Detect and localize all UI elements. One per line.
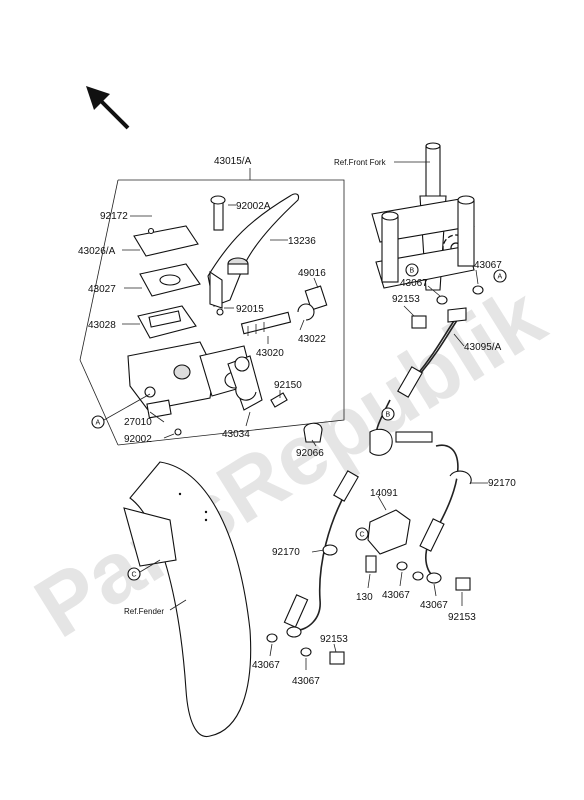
diaphragm — [137, 305, 197, 339]
label-92153-c: 92153 — [320, 634, 348, 645]
label-92002a: 92002A — [236, 201, 271, 212]
marker-b-hose: B — [381, 407, 395, 421]
svg-text:B: B — [410, 268, 415, 275]
label-27010: 27010 — [124, 417, 152, 428]
label-43027: 43027 — [88, 284, 116, 295]
piston-assembly — [240, 311, 292, 336]
diaphragm-plate — [139, 263, 201, 297]
marker-c-hose: C — [355, 527, 369, 541]
rubber-cap — [303, 422, 323, 443]
banjo-fittings — [286, 544, 442, 638]
label-92002: 92002 — [124, 434, 152, 445]
hose-fittings — [283, 307, 467, 628]
label-43022: 43022 — [298, 334, 326, 345]
dust-boot — [297, 285, 328, 321]
label-43067-c: 43067 — [382, 590, 410, 601]
svg-text:B: B — [386, 412, 391, 419]
label-92153-a: 92153 — [392, 294, 420, 305]
label-43034: 43034 — [222, 429, 250, 440]
label-92170-b: 92170 — [272, 547, 300, 558]
lever-pivot-cap — [227, 257, 249, 275]
label-13236: 13236 — [288, 236, 316, 247]
label-43067-d: 43067 — [420, 600, 448, 611]
marker-a-left: A — [91, 393, 151, 429]
label-92153-b: 92153 — [448, 612, 476, 623]
joint-bracket — [367, 509, 411, 555]
marker-c-fender: C — [127, 559, 161, 581]
bleed-screw — [270, 392, 288, 408]
label-43067-a: 43067 — [400, 278, 428, 289]
label-43020: 43020 — [256, 348, 284, 359]
label-92170-a: 92170 — [488, 478, 516, 489]
brake-lever — [207, 193, 300, 309]
label-92150: 92150 — [274, 380, 302, 391]
label-43067-f: 43067 — [292, 676, 320, 687]
small-screws — [174, 308, 224, 436]
marker-b-fork: B — [405, 263, 419, 277]
label-43026-a: 43026/A — [78, 246, 116, 257]
svg-text:C: C — [360, 532, 365, 539]
banjo-bolt-clamp — [227, 355, 263, 411]
label-ref-front-fork: Ref.Front Fork — [334, 158, 387, 167]
leader-lines — [122, 204, 488, 670]
label-92066: 92066 — [296, 448, 324, 459]
label-43067-b: 43067 — [474, 260, 502, 271]
label-43028: 43028 — [88, 320, 116, 331]
label-14091: 14091 — [370, 488, 398, 499]
bolts — [329, 315, 471, 665]
front-direction-arrow-icon — [86, 86, 130, 130]
label-43067-e: 43067 — [252, 660, 280, 671]
reservoir-cap — [133, 225, 199, 257]
hose-clamp — [449, 470, 472, 485]
svg-text:A: A — [96, 420, 101, 427]
front-fender — [123, 461, 252, 738]
label-ref-fender: Ref.Fender — [124, 607, 164, 616]
brake-light-switch — [146, 399, 172, 419]
label-130: 130 — [356, 592, 373, 603]
label-43015-a: 43015/A — [214, 156, 252, 167]
svg-text:A: A — [498, 274, 503, 281]
label-43095-a: 43095/A — [464, 342, 502, 353]
front-fork — [371, 142, 475, 291]
label-92015: 92015 — [236, 304, 264, 315]
washers — [266, 285, 484, 657]
label-49016: 49016 — [298, 268, 326, 279]
label-92172: 92172 — [100, 211, 128, 222]
lever-bolt — [210, 195, 226, 231]
assembly-bracket — [79, 168, 345, 446]
marker-a-right: A — [493, 269, 507, 283]
svg-text:C: C — [132, 572, 137, 579]
